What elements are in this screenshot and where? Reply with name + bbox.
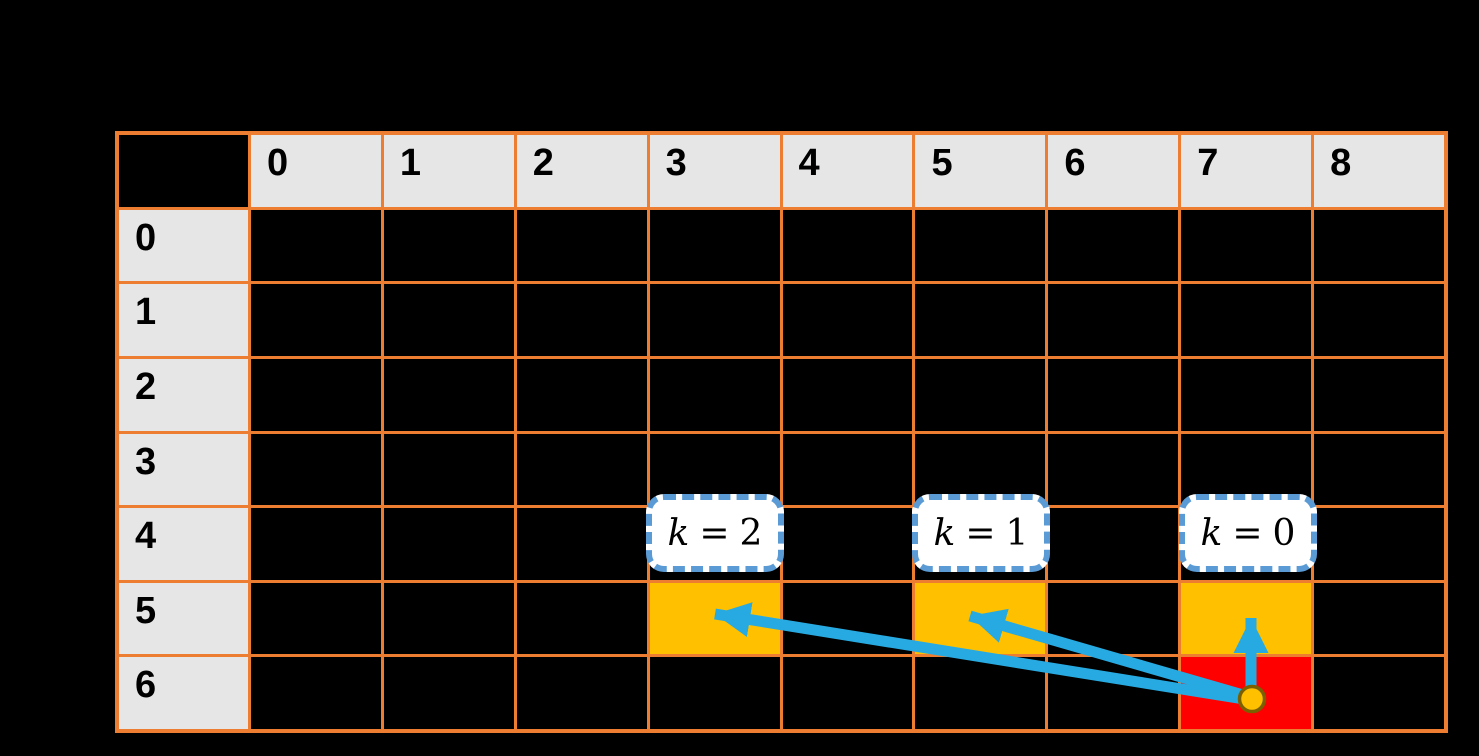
grid-cell-r1-c4 [782, 284, 913, 356]
grid-cell-r5-c4 [782, 582, 913, 655]
grid-cell-r0-c8 [1314, 209, 1444, 282]
col-header-4: 4 [782, 135, 913, 207]
col-header-7: 7 [1181, 135, 1312, 207]
grid-cell-r1-c2 [516, 284, 647, 356]
col-header-5: 5 [915, 135, 1046, 207]
grid-cell-r5-c5 [915, 582, 1046, 655]
callout-k2: k = 2 [646, 494, 784, 572]
callout-k2-value: 2 [739, 512, 763, 554]
callout-k1-value: 1 [1005, 512, 1029, 554]
col-header-8: 8 [1314, 135, 1444, 207]
grid-cell-r2-c8 [1314, 358, 1444, 431]
grid-cell-r6-c1 [383, 657, 514, 729]
row-header-1: 1 [119, 284, 248, 356]
grid-cell-r4-c4 [782, 508, 913, 580]
grid-cell-r3-c3 [649, 433, 780, 506]
grid-cell-r0-c0 [251, 209, 381, 282]
grid-cell-r2-c3 [649, 358, 780, 431]
col-header-3: 3 [649, 135, 780, 207]
grid-cell-r3-c6 [1048, 433, 1179, 506]
grid-cell-r6-c4 [782, 657, 913, 729]
grid-cell-r3-c4 [782, 433, 913, 506]
grid-cell-r5-c1 [383, 582, 514, 655]
grid-cell-r6-c5 [915, 657, 1046, 729]
callout-k2-variable: k [667, 512, 690, 554]
col-header-6: 6 [1048, 135, 1179, 207]
grid-cell-r5-c0 [251, 582, 381, 655]
callout-k0-value: 0 [1272, 512, 1296, 554]
col-header-0: 0 [251, 135, 381, 207]
grid-cell-r3-c7 [1181, 433, 1312, 506]
grid-cell-r1-c3 [649, 284, 780, 356]
grid-cell-r4-c6 [1048, 508, 1179, 580]
grid-cell-r1-c5 [915, 284, 1046, 356]
grid-cell-r1-c6 [1048, 284, 1179, 356]
grid-cell-r4-c1 [383, 508, 514, 580]
row-header-0: 0 [119, 209, 248, 282]
grid-cell-r1-c8 [1314, 284, 1444, 356]
grid-cell-r5-c8 [1314, 582, 1444, 655]
grid-cell-r6-c6 [1048, 657, 1179, 729]
grid-cell-r1-c0 [251, 284, 381, 356]
grid-cell-r6-c8 [1314, 657, 1444, 729]
callout-k1-relation: = [965, 512, 996, 554]
grid-cell-r0-c7 [1181, 209, 1312, 282]
grid-cell-r2-c6 [1048, 358, 1179, 431]
grid-cell-r5-c7 [1181, 582, 1312, 655]
grid-cell-r2-c2 [516, 358, 647, 431]
grid-cell-r2-c0 [251, 358, 381, 431]
grid-cell-r3-c1 [383, 433, 514, 506]
grid-cell-r5-c3 [649, 582, 780, 655]
callout-k2-relation: = [699, 512, 730, 554]
grid-cell-r3-c0 [251, 433, 381, 506]
grid-cell-r1-c7 [1181, 284, 1312, 356]
grid-cell-r6-c0 [251, 657, 381, 729]
grid-cell-r0-c4 [782, 209, 913, 282]
grid-cell-r5-c2 [516, 582, 647, 655]
col-header-1: 1 [383, 135, 514, 207]
grid-cell-r5-c6 [1048, 582, 1179, 655]
grid-cell-r2-c7 [1181, 358, 1312, 431]
grid-cell-r2-c5 [915, 358, 1046, 431]
grid-cell-r0-c6 [1048, 209, 1179, 282]
grid-cell-r0-c1 [383, 209, 514, 282]
corner-cell [119, 135, 248, 207]
row-header-3: 3 [119, 433, 248, 506]
grid-cell-r6-c7 [1181, 657, 1312, 729]
grid-cell-r3-c8 [1314, 433, 1444, 506]
callout-k0: k = 0 [1179, 494, 1317, 572]
row-header-4: 4 [119, 508, 248, 580]
grid-cell-r6-c3 [649, 657, 780, 729]
grid-cell-r0-c5 [915, 209, 1046, 282]
grid-cell-r2-c4 [782, 358, 913, 431]
grid-cell-r6-c2 [516, 657, 647, 729]
row-header-5: 5 [119, 582, 248, 655]
callout-k0-variable: k [1200, 512, 1223, 554]
grid-cell-r4-c0 [251, 508, 381, 580]
grid-cell-r0-c3 [649, 209, 780, 282]
grid-cell-r4-c2 [516, 508, 647, 580]
grid-cell-r4-c8 [1314, 508, 1444, 580]
callout-k1: k = 1 [912, 494, 1050, 572]
callout-k1-variable: k [933, 512, 956, 554]
row-header-6: 6 [119, 657, 248, 729]
grid-cell-r2-c1 [383, 358, 514, 431]
grid-cell-r3-c5 [915, 433, 1046, 506]
grid-cell-r1-c1 [383, 284, 514, 356]
col-header-2: 2 [516, 135, 647, 207]
row-header-2: 2 [119, 358, 248, 431]
callout-k0-relation: = [1232, 512, 1263, 554]
grid-cell-r0-c2 [516, 209, 647, 282]
grid-cell-r3-c2 [516, 433, 647, 506]
